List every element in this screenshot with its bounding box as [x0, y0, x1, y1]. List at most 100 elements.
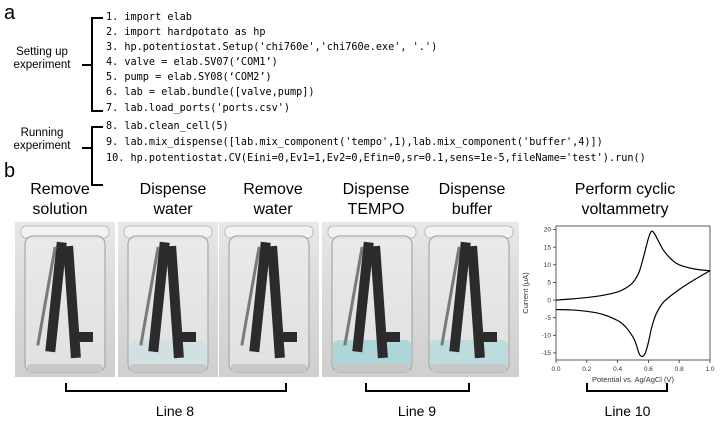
step-1-line1: Remove: [30, 181, 90, 198]
line-8-bracket-right: [285, 383, 287, 392]
line-10-bracket: [586, 390, 668, 392]
setup-section-label: Setting up experiment: [2, 46, 82, 72]
code-line-2: 2. import hardpotato as hp: [106, 27, 266, 38]
vial-solution: [129, 340, 207, 371]
vial-base: [27, 364, 103, 372]
vial-photo-remove-water: [219, 222, 319, 377]
electrode: [370, 245, 388, 359]
electrode: [267, 245, 285, 359]
running-bracket-top: [91, 126, 103, 128]
y-tick-label: 20: [544, 227, 552, 234]
step-label-perform-cv: Perform cyclic voltammetry: [550, 180, 700, 220]
plot-frame: [555, 225, 711, 361]
x-tick-label: 0.6: [644, 366, 653, 373]
step-4-line1: Dispense: [342, 181, 410, 198]
code-line-6: 6. lab = elab.bundle([valve,pump]): [106, 87, 315, 98]
setup-bracket: [91, 18, 93, 112]
code-line-1: 1. import elab: [106, 12, 192, 23]
vial-base: [130, 364, 206, 372]
running-section-label: Running experiment: [2, 127, 82, 153]
x-tick-label: 0.8: [675, 366, 684, 373]
vial-base: [231, 364, 307, 372]
electrode: [449, 241, 471, 353]
y-tick-label: -5: [545, 315, 551, 322]
line-8-bracket: [65, 390, 287, 392]
electrode-tip: [79, 332, 93, 342]
code-line-9: 9. lab.mix_dispense([lab.mix_component('…: [106, 137, 603, 148]
electrode: [148, 241, 170, 353]
electrode: [467, 245, 485, 359]
y-tick-label: -15: [542, 350, 552, 357]
vial-photo-dispense-buffer: [419, 222, 519, 377]
vial-illustration: [424, 225, 514, 373]
step-label-dispense-tempo: Dispense TEMPO: [321, 180, 431, 220]
running-bracket-mid: [82, 147, 92, 149]
electrode: [63, 245, 81, 359]
vial-photo-dispense-tempo: [322, 222, 422, 377]
code-line-7: 7. lab.load_ports('ports.csv'): [106, 103, 291, 114]
step-2-line1: Dispense: [139, 181, 207, 198]
cv-curve-reverse: [555, 270, 711, 358]
line-10-label: Line 10: [604, 403, 651, 419]
electrode-tip: [483, 332, 497, 342]
x-tick-label: 0.0: [551, 366, 560, 373]
x-tick-label: 0.4: [613, 366, 622, 373]
step-6-line2: voltammetry: [581, 201, 669, 218]
step-5-line1: Dispense: [438, 181, 506, 198]
step-label-dispense-water: Dispense water: [118, 180, 228, 220]
step-3-line2: water: [253, 201, 293, 218]
code-line-5: 5. pump = elab.SY08(‘COM2’): [106, 72, 272, 83]
line-10-bracket-left: [586, 383, 588, 392]
line-9-label: Line 9: [397, 403, 437, 419]
step-label-remove-water: Remove water: [218, 180, 328, 220]
running-label-line1: Running: [20, 127, 64, 139]
electrode: [45, 241, 67, 353]
panel-a-label: a: [4, 2, 16, 24]
setup-label-line2: experiment: [13, 59, 71, 71]
setup-bracket-top: [91, 17, 103, 19]
line-9-bracket: [365, 390, 470, 392]
vial-photo-remove-solution: [15, 222, 115, 377]
y-tick-label: 15: [544, 244, 552, 251]
panel-b-label: b: [4, 160, 16, 182]
setup-label-line1: Setting up: [16, 46, 68, 58]
step-6-line1: Perform cyclic: [574, 181, 676, 198]
y-tick-label: -10: [542, 333, 552, 340]
step-4-line2: TEMPO: [347, 201, 405, 218]
wire: [240, 246, 261, 346]
step-1-line2: solution: [32, 201, 88, 218]
wire: [139, 246, 160, 346]
setup-bracket-mid: [82, 64, 92, 66]
vial-base: [431, 364, 507, 372]
electrode: [249, 241, 271, 353]
wire: [440, 246, 461, 346]
vial-illustration: [327, 225, 417, 373]
code-line-4: 4. valve = elab.SV07(‘COM1’): [106, 57, 278, 68]
wire: [343, 246, 364, 346]
y-tick-label: 10: [544, 262, 552, 269]
vial-solution: [333, 340, 411, 371]
electrode: [352, 241, 374, 353]
vial-illustration: [224, 225, 314, 373]
line-10-bracket-right: [666, 383, 668, 392]
vial-base: [334, 364, 410, 372]
code-line-8: 8. lab.clean_cell(5): [106, 121, 229, 132]
electrode-tip: [283, 332, 297, 342]
wire: [36, 246, 57, 346]
cv-curve-forward: [555, 230, 711, 301]
electrode-tip: [182, 332, 196, 342]
vial-photo-dispense-water: [118, 222, 218, 377]
x-axis-label: Potential vs. Ag/AgCl (V): [592, 375, 675, 384]
step-5-line2: buffer: [451, 201, 493, 218]
line-8-label: Line 8: [155, 403, 195, 419]
step-2-line2: water: [153, 201, 193, 218]
running-bracket-bottom: [91, 184, 103, 186]
x-tick-label: 0.2: [582, 366, 591, 373]
y-axis-label: Current (μA): [521, 272, 530, 314]
code-line-10: 10. hp.potentiostat.CV(Eini=0,Ev1=1,Ev2=…: [106, 153, 646, 164]
step-label-remove-solution: Remove solution: [5, 180, 115, 220]
vial-solution: [430, 340, 508, 371]
running-label-line2: experiment: [13, 140, 71, 152]
line-8-bracket-left: [65, 383, 67, 392]
